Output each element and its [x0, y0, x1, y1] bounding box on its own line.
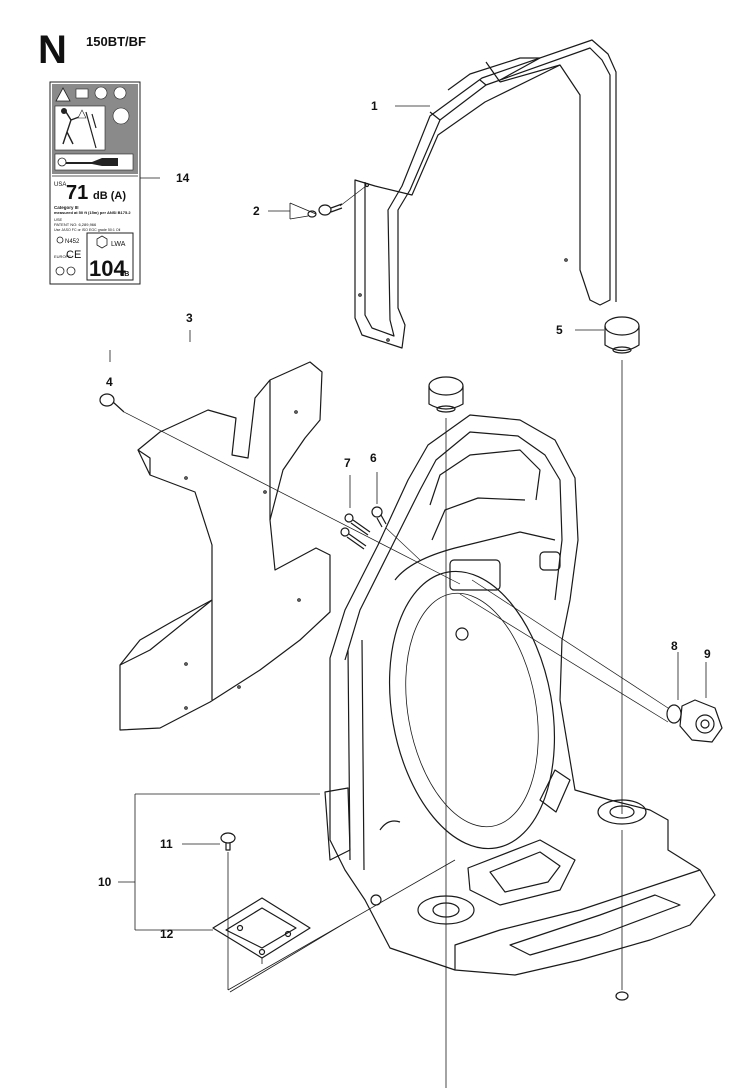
pct-icon [66, 266, 76, 276]
decal-europe: EUROPE [54, 254, 71, 259]
lwa-box [86, 232, 134, 281]
part-8-washer [666, 704, 682, 724]
decal-category-1: Category III [54, 205, 79, 210]
helmet-icon [94, 86, 108, 100]
decal-category-2: measured at 50 ft (15m) per ANSI B175.2 [54, 210, 131, 215]
part-2-screws [307, 185, 367, 218]
part-4-pin [99, 393, 461, 585]
callout-1: 1 [371, 99, 378, 113]
part-6-7-screws [340, 506, 421, 561]
callout-6: 6 [370, 451, 377, 465]
callout-5: 5 [556, 323, 563, 337]
decal-noise-value: 71 [66, 182, 88, 204]
callout-11: 11 [160, 837, 173, 851]
part-9-fitting [459, 579, 723, 743]
part-5-rubber-foot [428, 316, 640, 413]
gloves-icon [113, 86, 127, 100]
decal-patent-1: USE [54, 217, 63, 222]
part-3-back-pad [119, 361, 331, 731]
warning-triangle-icon [55, 87, 71, 102]
decal-region: USA [54, 182, 66, 188]
certification-icon [56, 236, 64, 244]
callout-3: 3 [186, 311, 193, 325]
gost-icon [55, 266, 65, 276]
callout-7: 7 [344, 456, 351, 470]
model-number: 150BT/BF [86, 34, 146, 49]
callout-4: 4 [106, 375, 113, 389]
decal-sound-power-unit: dB [120, 271, 129, 278]
hexagon-icon [96, 235, 108, 249]
leader-lines [109, 105, 707, 1088]
decal-patent-2: PATENT NO: 6,289,966 [54, 222, 97, 227]
decal-mark-1: N452 [65, 239, 80, 245]
part-1-frame [354, 39, 617, 349]
callout-2: 2 [253, 204, 260, 218]
part-11-12-bracket [212, 832, 311, 959]
decal-mark-2: CE [66, 249, 81, 261]
decal-patent-3: Use JASO FC or ISO EGC grade 50:1 Oil [54, 228, 121, 232]
decal-noise-unit: dB (A) [93, 190, 126, 202]
bottom-screw [615, 991, 629, 1001]
backplate-frame [324, 414, 716, 976]
callout-12: 12 [160, 927, 174, 941]
callout-14: 14 [176, 171, 190, 185]
manual-icon [75, 88, 89, 99]
decal-lwa-label: LWA [111, 241, 126, 248]
hearing-icon [112, 107, 130, 125]
decal-sound-power: 104 [89, 256, 126, 281]
callout-10: 10 [98, 875, 112, 889]
section-letter: N [38, 28, 67, 72]
callout-9: 9 [704, 647, 711, 661]
callout-8: 8 [671, 639, 678, 653]
